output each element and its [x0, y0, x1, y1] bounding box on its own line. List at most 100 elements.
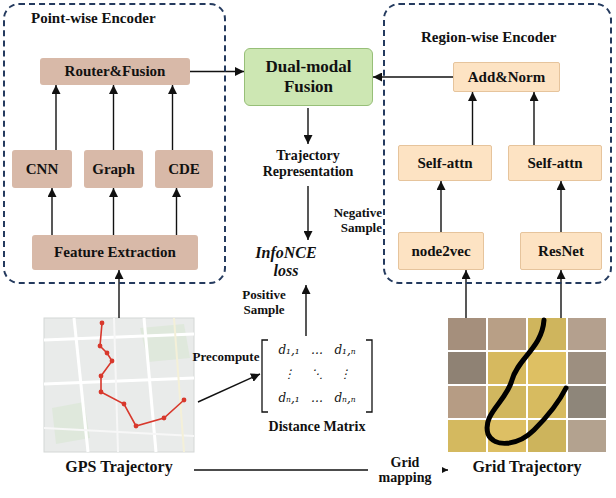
matrix-cell: ⋱: [311, 367, 323, 381]
gps-map-part: [114, 318, 118, 452]
gps-map-part-part: [122, 402, 127, 407]
grid-map-part: [448, 318, 606, 452]
module-box: Feature Extraction: [32, 235, 198, 270]
gps-map-part-part: [182, 398, 187, 403]
gps-map-part: [144, 318, 156, 452]
flow-label: Negative Sample: [322, 206, 382, 236]
connector-arrow: [113, 85, 114, 150]
matrix-caption: Distance Matrix: [269, 419, 366, 435]
box-label: CNN: [26, 161, 59, 178]
connector-arrow: [172, 85, 173, 150]
matrix-cell: …: [311, 343, 323, 357]
box-label: node2vec: [411, 243, 470, 260]
matrix-bracket-part: [262, 340, 268, 412]
gps-map-part: [74, 318, 88, 452]
box-label: Self-attn: [418, 155, 473, 172]
flow-arrows-part: [305, 285, 306, 336]
gps-map-part-part: [98, 344, 103, 349]
gps-map-part: [100, 323, 184, 426]
grid-map-part: [568, 386, 606, 418]
grid-map-part-part: [488, 420, 526, 452]
connector-arrow: [373, 76, 453, 77]
connector-arrow: [176, 188, 177, 235]
connector-arrow: [440, 181, 441, 232]
box-label: Feature Extraction: [54, 244, 176, 261]
matrix-cell: d₁,₁: [278, 343, 299, 357]
flow-label: Positive Sample: [234, 288, 294, 318]
trajectory-image: Grid Trajectory: [448, 318, 606, 476]
trajectory-image: GPS Trajectory: [44, 318, 194, 476]
gps-map-part-part: [99, 374, 104, 379]
box-label: Add&Norm: [468, 69, 546, 86]
image-caption: Grid Trajectory: [448, 458, 606, 476]
flow-label: Trajectory Representation: [246, 148, 370, 180]
gps-map-part-part: [105, 351, 110, 356]
box-label: Self-attn: [528, 155, 583, 172]
gps-map: [44, 318, 194, 452]
grid-map-part: [568, 352, 606, 384]
box-label: ResNet: [538, 243, 584, 260]
connector-arrow: [55, 85, 56, 150]
encoder-group: Point-wise EncoderRouter&FusionCNN Graph C…: [3, 3, 226, 284]
connector-arrow: [560, 270, 561, 318]
grid-map-part: [487, 320, 566, 443]
grid-map-part: [448, 386, 486, 418]
grid-map-part: [448, 318, 486, 350]
flow-arrows-part: [198, 374, 260, 402]
matrix-bracket-part: [366, 340, 372, 412]
gps-map-part: [44, 334, 194, 340]
box-label: Dual-modal Fusion: [245, 57, 372, 96]
grid-map-part: [488, 318, 526, 350]
grid-map-part: [528, 420, 566, 452]
gps-map-part: [44, 428, 194, 436]
box-label: Router&Fusion: [65, 63, 166, 80]
loss-label: InfoNCE loss: [245, 244, 327, 281]
module-box: CNN: [12, 150, 72, 188]
gps-map-part-part: [162, 416, 167, 421]
matrix-cell: dₙ,₁: [278, 391, 299, 405]
matrix-cell: ⋮: [339, 367, 351, 381]
grid-map-part: [568, 318, 606, 350]
grid-map-part: [448, 352, 486, 384]
gps-map-part: [174, 318, 184, 452]
grid-map-part: [528, 352, 566, 384]
flow-label: Precompute: [193, 350, 260, 365]
gps-map-part: [44, 318, 194, 452]
matrix-bracket: [262, 340, 372, 412]
flow-arrows-part: [307, 186, 308, 240]
module-box: Router&Fusion: [40, 58, 190, 85]
connector-arrow: [533, 92, 534, 145]
matrix-cell: …: [311, 391, 323, 405]
connector-arrow: [113, 188, 114, 235]
image-caption: GPS Trajectory: [44, 458, 194, 476]
module-box: CDE: [155, 150, 213, 188]
module-box: ResNet: [520, 232, 602, 270]
encoder-group: Region-wise EncoderAdd&NormSelf-attnSelf…: [383, 3, 612, 284]
module-box: Add&Norm: [453, 62, 560, 92]
matrix-cell: ⋮: [283, 367, 295, 381]
module-box: node2vec: [398, 232, 484, 270]
box-label: CDE: [168, 161, 200, 178]
connector-arrow: [51, 188, 52, 235]
group-heading: Point-wise Encoder: [31, 10, 156, 27]
gps-map-part-part: [134, 424, 139, 429]
grid-map-part: [448, 420, 486, 452]
grid-map-part: [488, 420, 526, 452]
matrix-cell: dₙ,ₙ: [334, 391, 355, 405]
edge-label: Grid mapping: [368, 454, 442, 487]
module-box: Self-attn: [398, 145, 492, 181]
module-box: Graph: [84, 150, 143, 188]
grid-map-part-part: [448, 420, 486, 452]
connector-arrow: [118, 270, 119, 318]
grid-map-part: [448, 318, 566, 452]
fusion-box: Dual-modal Fusion: [244, 48, 373, 106]
gps-map-part: [98, 321, 187, 429]
connector-arrow: [190, 71, 244, 72]
flow-arrows-part: [307, 108, 308, 144]
grid-map-part: [568, 420, 606, 452]
grid-map-part-part: [528, 352, 566, 384]
gps-map-part-part: [110, 359, 115, 364]
gps-map-part-part: [100, 321, 105, 326]
